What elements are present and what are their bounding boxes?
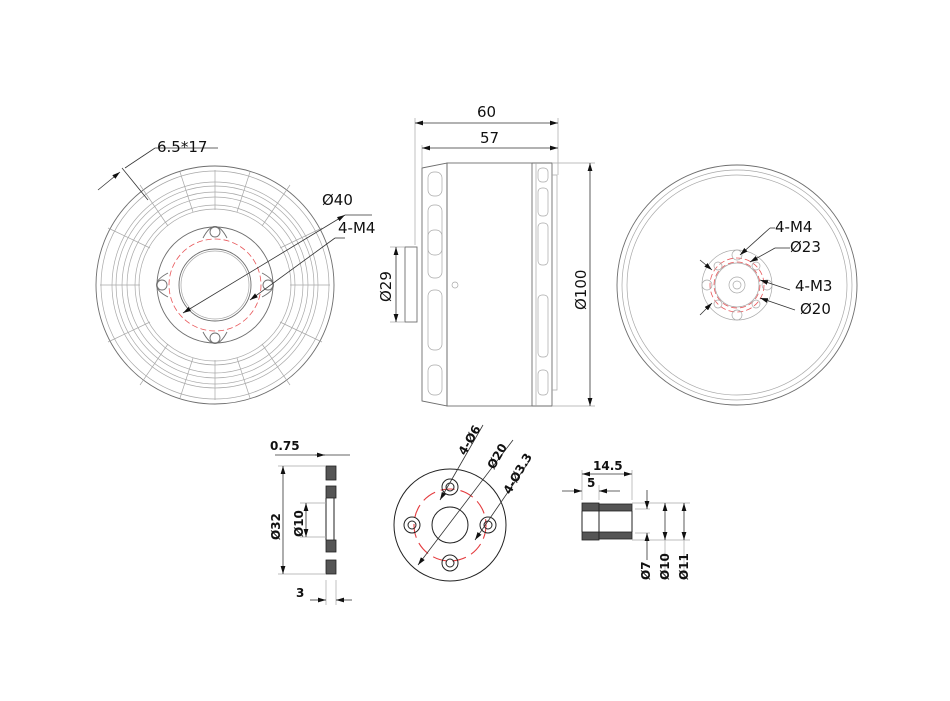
bushing-step-label: 5: [587, 476, 595, 490]
motor-dia-label: Ø100: [572, 270, 590, 310]
rear-inner-holes-label: 4-M3: [795, 277, 832, 295]
rear-outer-circle-label: Ø23: [790, 238, 821, 256]
body-length-label: 57: [480, 129, 499, 147]
bolt-circle-label: Ø40: [322, 191, 353, 209]
rear-inner-circle-label: Ø20: [800, 300, 831, 318]
washer-view: Ø32 Ø10 0.75 3: [269, 439, 352, 605]
front-view: 6.5*17 Ø40 4-M4: [95, 138, 375, 405]
bushing-view: 14.5 5 Ø7 Ø10 Ø11: [562, 459, 691, 580]
rear-outer-holes-label: 4-M4: [775, 218, 812, 236]
plate-holes-label: 4-Ø6: [455, 423, 483, 458]
washer-thickness-label: 3: [296, 586, 304, 600]
bushing-outer-dia-label: Ø11: [677, 553, 691, 580]
holes-label: 4-M4: [338, 219, 375, 237]
washer-inner-dia-label: Ø10: [292, 510, 306, 537]
slot-size-label: 6.5*17: [157, 138, 207, 156]
bolt-circle-dim: [182, 214, 346, 314]
washer-outer-dia-label: Ø32: [269, 513, 283, 540]
side-view: 60 57 Ø29 Ø100: [377, 103, 595, 407]
bushing-length-label: 14.5: [593, 459, 623, 473]
washer-top-thickness-label: 0.75: [270, 439, 300, 453]
rear-view: 4-M4 Ø23 4-M3 Ø20: [616, 164, 858, 406]
mount-plate-view: 4-Ø6 Ø20 4-Ø3.3: [393, 423, 535, 582]
plate-small-holes-label: 4-Ø3.3: [500, 451, 535, 497]
plate-circle-label: Ø20: [484, 441, 510, 471]
overall-length-label: 60: [477, 103, 496, 121]
bushing-mid-dia-label: Ø10: [658, 553, 672, 580]
boss-dia-label: Ø29: [377, 271, 395, 302]
bushing-inner-dia-label: Ø7: [639, 561, 653, 580]
